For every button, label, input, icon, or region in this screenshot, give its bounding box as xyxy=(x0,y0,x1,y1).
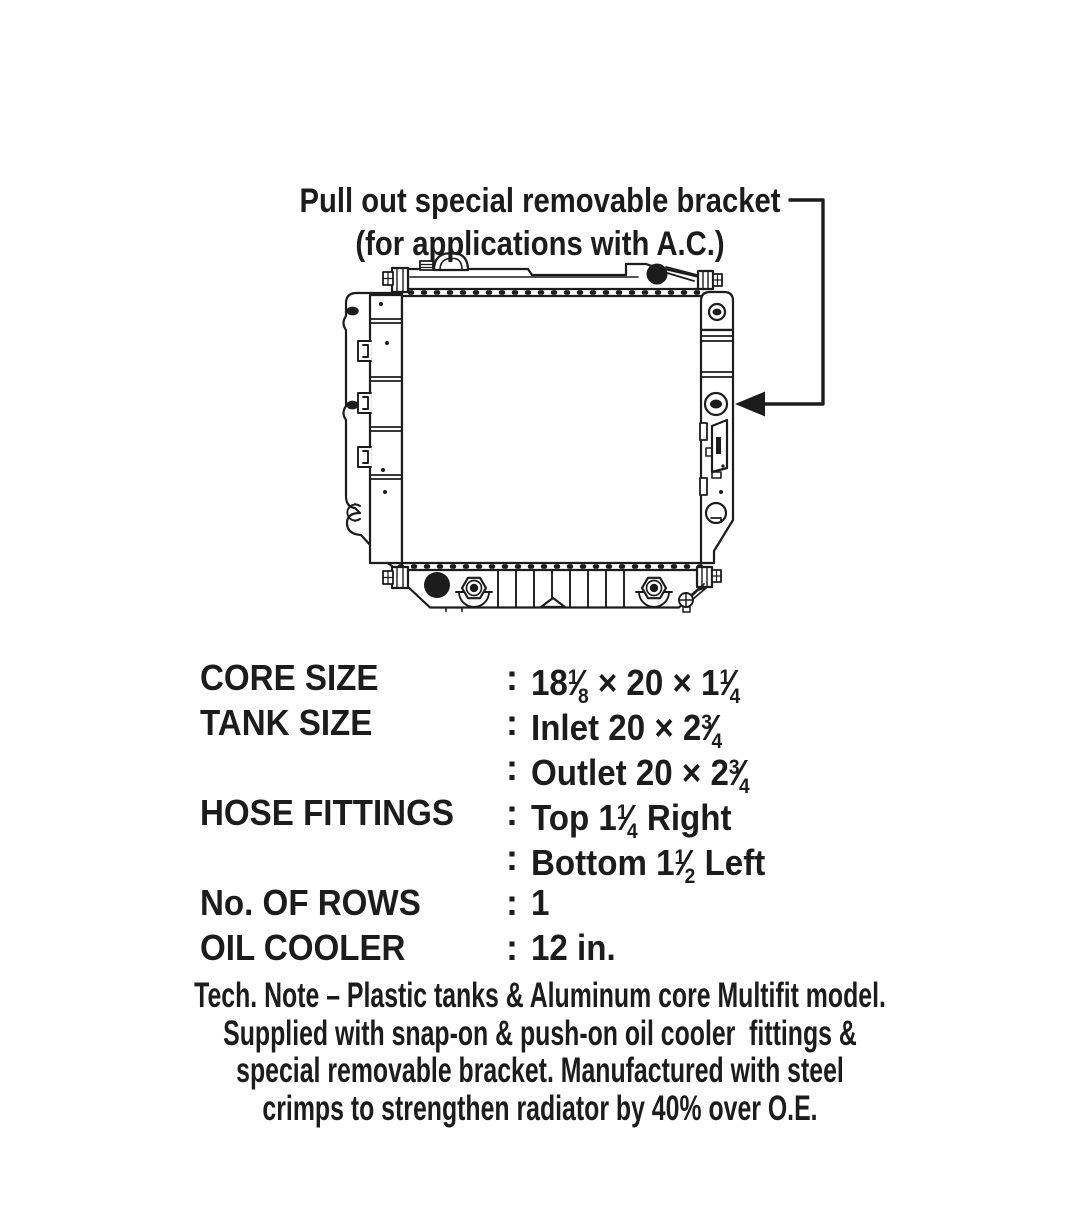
top-right-end-cap xyxy=(696,269,723,291)
fraction-slash: ⁄ xyxy=(726,661,733,703)
filler-cap xyxy=(432,252,470,272)
fraction-numerator: 3 xyxy=(728,756,740,779)
radiator-core xyxy=(400,294,704,565)
spec-colon: : xyxy=(506,747,518,788)
spec-colon: : xyxy=(506,837,518,878)
spec-label: CORE SIZE xyxy=(200,657,379,698)
bottom-tank xyxy=(382,565,722,613)
fraction-slash: ⁄ xyxy=(624,796,630,838)
spec-label: OIL COOLER xyxy=(200,927,406,968)
inlet-port xyxy=(646,263,668,285)
spec-label: TANK SIZE xyxy=(200,702,373,743)
tech-note-line: Supplied with snap-on & push-on oil cool… xyxy=(223,1013,857,1053)
fraction: 1⁄4 xyxy=(616,796,638,843)
fraction-slash: ⁄ xyxy=(736,751,742,793)
spec-row: : Bottom 11⁄2 Left xyxy=(200,835,900,888)
tank-ribs xyxy=(497,570,625,608)
spec-value: Top 11⁄4 Right xyxy=(531,796,732,844)
fraction-denominator: 2 xyxy=(684,865,696,889)
spec-row: OIL COOLER:12 in. xyxy=(200,925,900,970)
spec-row: No. OF ROWS:1 xyxy=(200,880,900,925)
spec-value: 12 in. xyxy=(531,927,616,968)
top-tank xyxy=(382,252,723,294)
spec-value: 181⁄8 × 20 × 11⁄4 xyxy=(531,661,741,709)
oil-cooler-fitting-left xyxy=(455,576,493,608)
tech-note-line: special removable bracket. Manufactured … xyxy=(236,1051,844,1090)
spec-row: HOSE FITTINGS: Top 11⁄4 Right xyxy=(200,790,900,843)
fraction-numerator: 1 xyxy=(616,801,628,824)
fraction: 1⁄2 xyxy=(674,841,696,888)
spec-label: No. OF ROWS xyxy=(200,882,421,923)
spec-value: Bottom 11⁄2 Left xyxy=(531,841,766,889)
fraction: 3⁄4 xyxy=(701,706,722,753)
callout-line-2: (for applications with A.C.) xyxy=(355,225,725,263)
fraction-denominator: 4 xyxy=(627,820,638,844)
fraction-denominator: 4 xyxy=(711,730,723,754)
tech-note-line: crimps to strengthen radiator by 40% ove… xyxy=(262,1088,818,1128)
removable-bracket xyxy=(699,290,735,565)
drain-ridge xyxy=(539,596,567,609)
fraction-denominator: 8 xyxy=(577,685,589,709)
bottom-right-end-cap xyxy=(695,565,722,589)
callout-annotation: Pull out special removable bracket (for … xyxy=(0,180,1080,266)
tech-note-line: Tech. Note – Plastic tanks & Aluminum co… xyxy=(194,976,886,1015)
fraction-slash: ⁄ xyxy=(708,706,715,748)
leader-arrow xyxy=(735,198,825,417)
fraction-slash: ⁄ xyxy=(681,841,688,883)
fraction-numerator: 1 xyxy=(674,846,686,869)
spec-row: : Outlet 20 × 23⁄4 xyxy=(200,745,900,798)
fraction: 1⁄4 xyxy=(719,661,740,708)
left-side-column xyxy=(357,293,404,565)
spec-value: Inlet 20 × 23⁄4 xyxy=(531,706,723,754)
spec-colon: : xyxy=(506,702,518,743)
keyhole xyxy=(704,501,728,525)
fraction: 3⁄4 xyxy=(728,751,750,798)
oil-cooler-fitting-right xyxy=(635,576,673,608)
callout-line-1: Pull out special removable bracket xyxy=(299,182,781,220)
spec-value: 1 xyxy=(531,882,550,923)
filler-neck xyxy=(419,260,434,271)
bottom-left-end-cap xyxy=(382,565,410,590)
fraction-denominator: 4 xyxy=(739,775,750,799)
hook-cutout xyxy=(346,503,361,522)
spec-colon: : xyxy=(506,882,518,923)
spec-colon: : xyxy=(506,792,518,833)
fraction: 1⁄8 xyxy=(567,661,589,708)
spec-row: TANK SIZE: Inlet 20 × 23⁄4 xyxy=(200,700,900,753)
spec-label: HOSE FITTINGS xyxy=(200,792,454,833)
spec-colon: : xyxy=(506,657,518,698)
spec-colon: : xyxy=(506,927,518,968)
fraction-slash: ⁄ xyxy=(575,661,581,703)
tech-note: Tech. Note – Plastic tanks & Aluminum co… xyxy=(0,977,1080,1127)
fraction-denominator: 4 xyxy=(729,685,741,709)
fraction-numerator: 3 xyxy=(701,711,712,734)
fraction-numerator: 1 xyxy=(567,666,579,689)
top-left-end-cap xyxy=(382,266,410,294)
drain-petcock xyxy=(678,583,707,613)
spec-row: CORE SIZE:181⁄8 × 20 × 11⁄4 xyxy=(200,655,900,708)
spec-value: Outlet 20 × 23⁄4 xyxy=(531,751,750,799)
fraction-numerator: 1 xyxy=(719,666,731,689)
outlet-port xyxy=(424,572,450,598)
